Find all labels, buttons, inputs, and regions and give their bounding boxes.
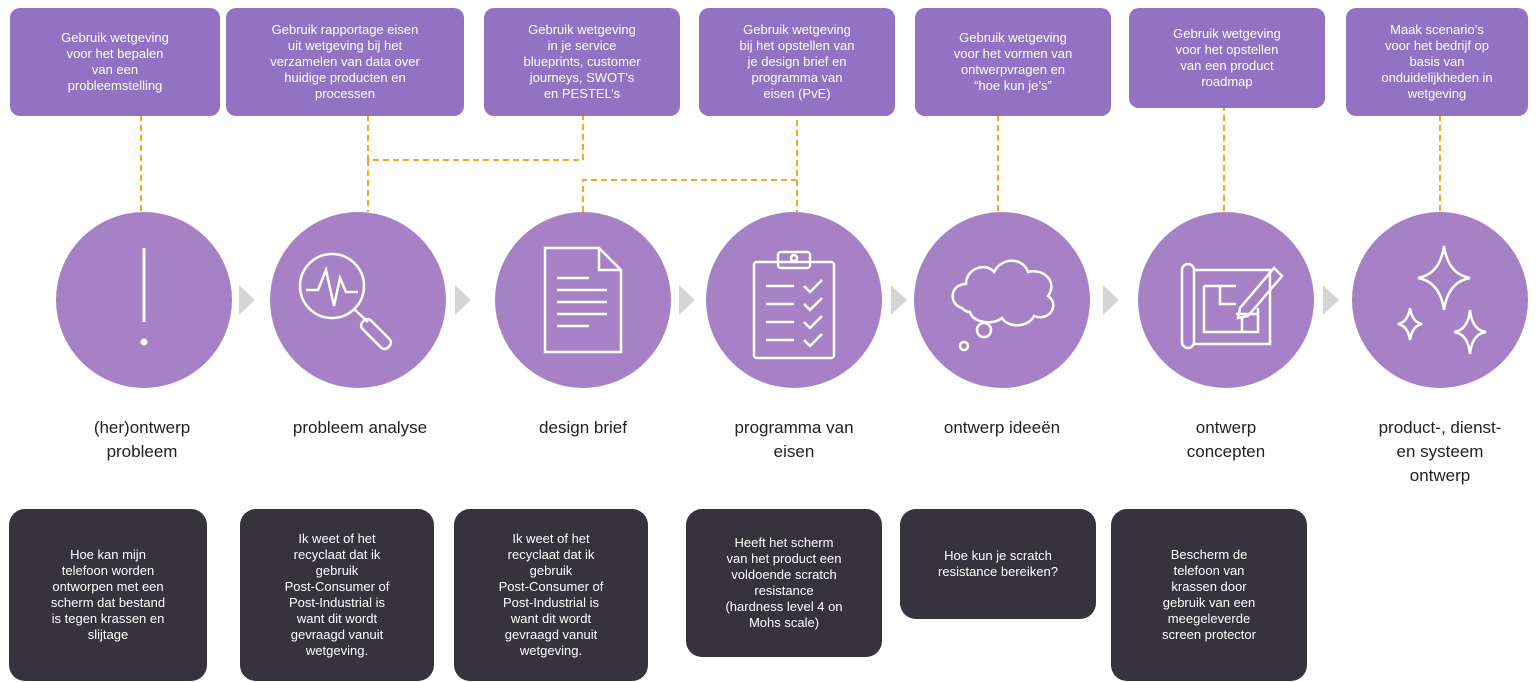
step-circle-4: [706, 212, 882, 388]
thought-cloud-icon: [951, 259, 1055, 352]
step-circle-7: [1352, 212, 1528, 388]
arrow-1-2: [239, 285, 255, 315]
step-label-6: ontwerp concepten: [1186, 418, 1266, 461]
arrow-3-4: [679, 285, 695, 315]
connector-step3-4: [582, 115, 798, 212]
step-label-2: probleem analyse: [292, 418, 428, 437]
example-box-1: Hoe kan mijn telefoon worden ontworpen m…: [9, 509, 207, 681]
example-box-2: Ik weet of het recyclaat dat ik gebruik …: [240, 509, 434, 681]
step-circle-2: [270, 212, 446, 388]
step-circle-6: [1138, 212, 1314, 388]
example-box-4: Heeft het scherm van het product een vol…: [686, 509, 882, 657]
step-label-1: (her)ontwerp probleem: [93, 418, 191, 461]
magnifier-pulse-icon: [298, 252, 393, 351]
arrow-6-7: [1323, 285, 1339, 315]
tip-box-4: Gebruik wetgeving bij het opstellen van …: [699, 8, 895, 116]
step-label-7: product-, dienst- en systeem ontwerp: [1378, 418, 1502, 485]
blueprint-pencil-icon: [1180, 262, 1284, 350]
tip-box-5: Gebruik wetgeving voor het vormen van on…: [915, 8, 1111, 116]
tip-box-6: Gebruik wetgeving voor het opstellen van…: [1129, 8, 1325, 108]
connector-step2-3: [367, 115, 584, 161]
arrow-4-5: [891, 285, 907, 315]
document-icon: [543, 246, 623, 354]
step-label-3: design brief: [539, 418, 627, 437]
example-box-3: Ik weet of het recyclaat dat ik gebruik …: [454, 509, 648, 681]
step-circle-3: [495, 212, 671, 388]
tip-box-2: Gebruik rapportage eisen uit wetgeving b…: [226, 8, 464, 116]
tip-box-3: Gebruik wetgeving in je service blueprin…: [484, 8, 680, 116]
tip-box-1: Gebruik wetgeving voor het bepalen van e…: [10, 8, 220, 116]
clipboard-checklist-icon: [752, 250, 836, 360]
exclamation-icon: [140, 248, 148, 346]
step-label-5: ontwerp ideeën: [943, 418, 1061, 437]
tip-box-7: Maak scenario’s voor het bedrijf op basi…: [1346, 8, 1528, 116]
arrow-2-3: [455, 285, 471, 315]
step-label-4: programma van eisen: [734, 418, 854, 461]
arrow-5-6: [1103, 285, 1119, 315]
step-circle-5: [914, 212, 1090, 388]
step-circle-1: [56, 212, 232, 388]
example-box-6: Bescherm de telefoon van krassen door ge…: [1111, 509, 1307, 681]
example-box-5: Hoe kun je scratch resistance bereiken?: [900, 509, 1096, 619]
sparkles-icon: [1397, 245, 1487, 355]
